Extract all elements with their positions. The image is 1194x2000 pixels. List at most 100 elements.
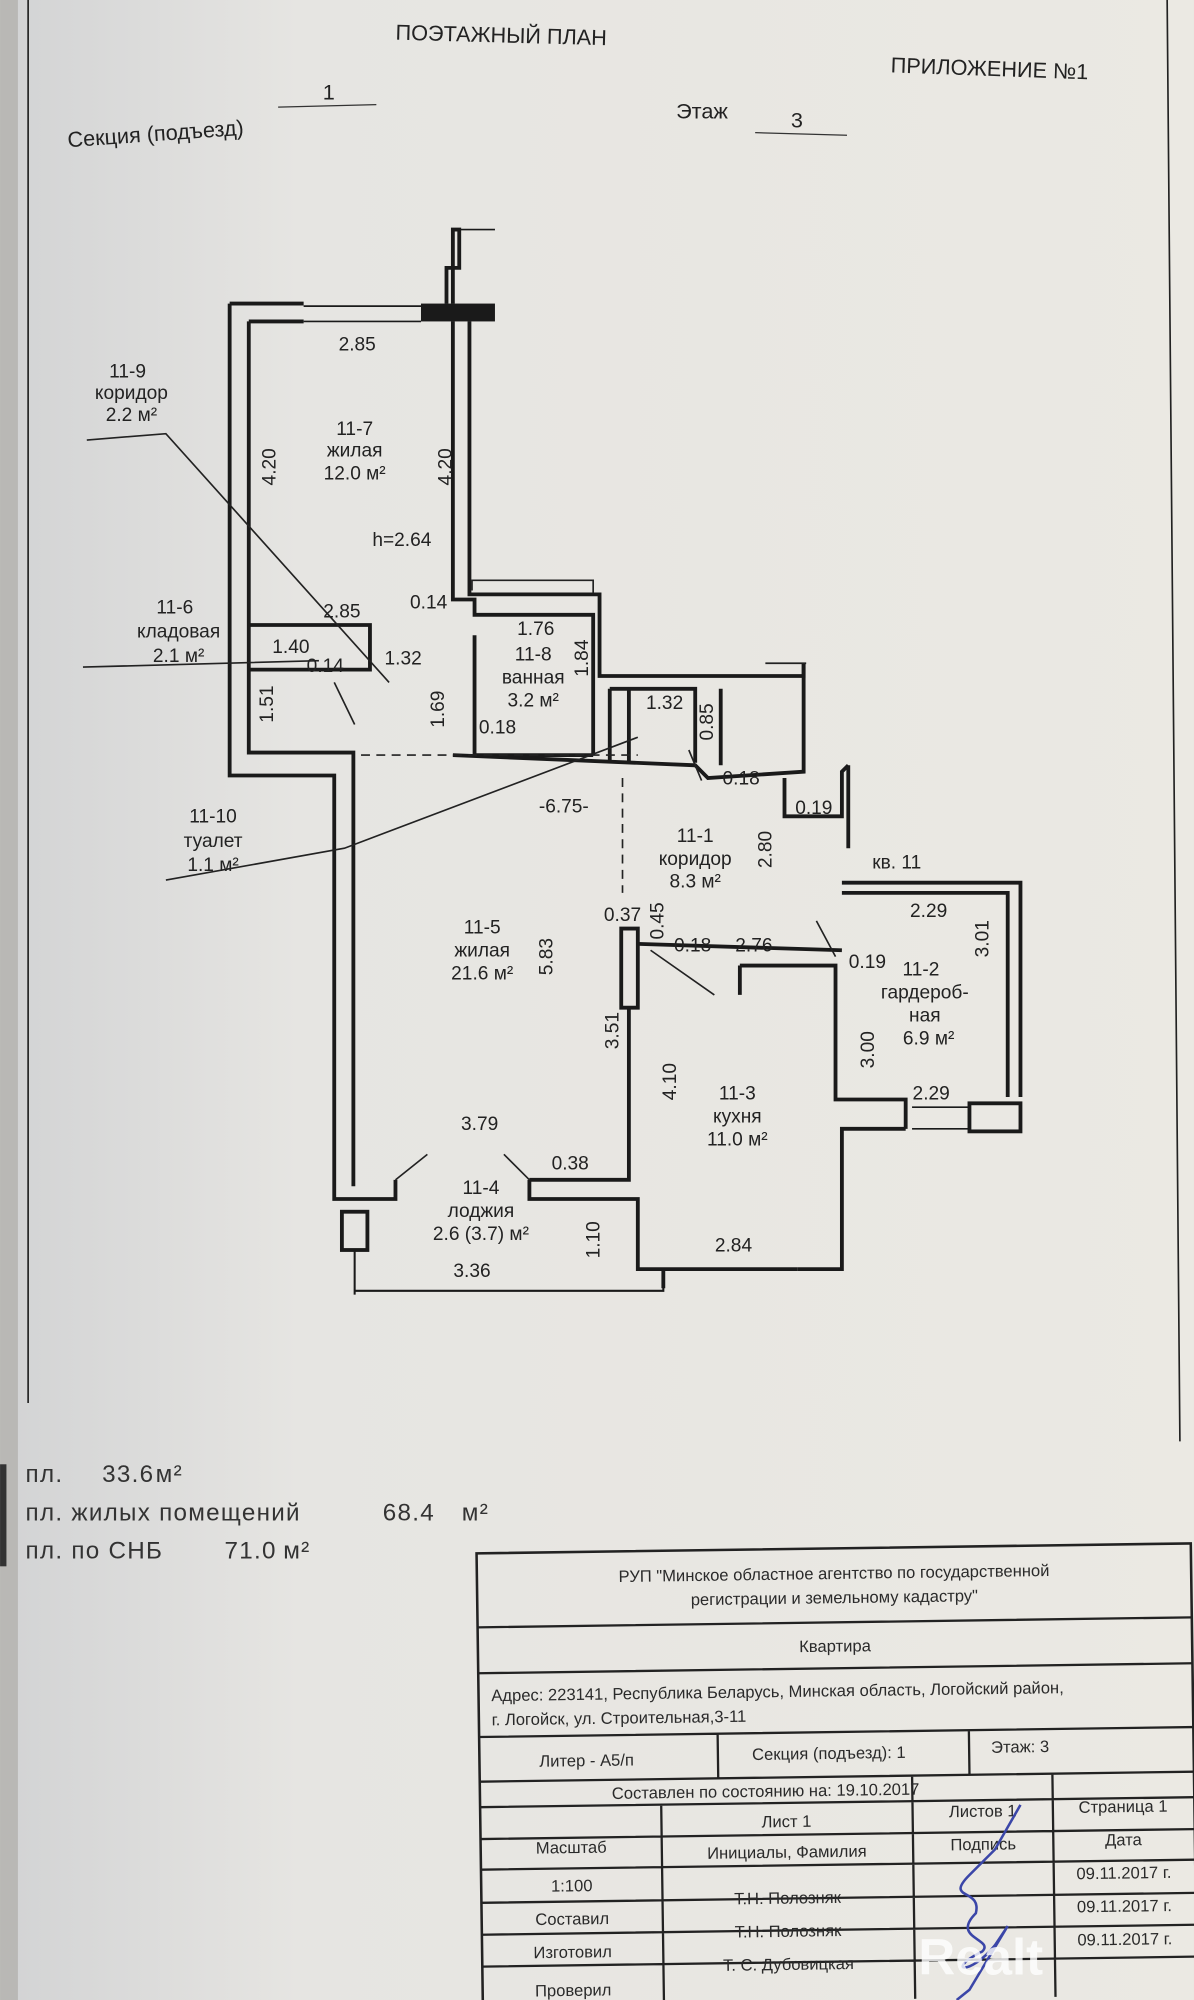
svg-text:1.40: 1.40 [272, 637, 309, 658]
svg-text:0.19: 0.19 [795, 798, 832, 819]
svg-text:коридор: коридор [95, 383, 168, 404]
svg-text:2.80: 2.80 [756, 831, 777, 868]
svg-text:0.38: 0.38 [552, 1154, 589, 1175]
svg-text:5.83: 5.83 [536, 938, 557, 975]
svg-text:1.32: 1.32 [646, 693, 683, 714]
svg-text:гардероб-: гардероб- [881, 983, 969, 1004]
svg-text:21.6 м²: 21.6 м² [451, 964, 513, 985]
svg-text:ванная: ванная [502, 668, 565, 689]
svg-text:6.9 м²: 6.9 м² [903, 1029, 954, 1050]
svg-text:2.1 м²: 2.1 м² [153, 646, 204, 667]
svg-text:11-4: 11-4 [462, 1178, 499, 1199]
svg-text:0.18: 0.18 [479, 717, 516, 738]
table-row: Проверил Т. С. Дубовицкая 09.11.2017 г. [535, 1929, 1173, 2000]
svg-text:11-6: 11-6 [156, 598, 193, 619]
svg-text:м²: м² [156, 1461, 183, 1488]
svg-text:жилая: жилая [327, 441, 383, 462]
svg-text:11-7: 11-7 [336, 419, 373, 440]
floor-label: Этаж [676, 99, 728, 124]
svg-text:Составил: Составил [535, 1909, 609, 1929]
svg-text:12.0 м²: 12.0 м² [324, 464, 386, 485]
svg-text:-6.75-: -6.75- [539, 797, 589, 818]
svg-text:Секция (подъезд): 1: Секция (подъезд): 1 [752, 1743, 906, 1764]
ceiling-height: h=2.64 [372, 530, 431, 551]
svg-text:м²: м² [462, 1499, 489, 1526]
svg-text:09.11.2017 г.: 09.11.2017 г. [1077, 1929, 1172, 1949]
svg-text:0.37: 0.37 [604, 905, 641, 926]
svg-text:Литер - А5/п: Литер - А5/п [539, 1750, 634, 1770]
svg-text:Проверил: Проверил [535, 1980, 612, 2000]
svg-text:4.10: 4.10 [660, 1063, 681, 1100]
page-title: ПОЭТАЖНЫЙ ПЛАН [395, 20, 607, 51]
plan-walls [82, 227, 1023, 1295]
svg-text:Дата: Дата [1105, 1830, 1143, 1850]
svg-text:0.18: 0.18 [674, 936, 711, 957]
svg-text:регистрации и земельному кадас: регистрации и земельному кадастру" [691, 1586, 979, 1609]
svg-text:кладовая: кладовая [137, 622, 220, 643]
svg-text:2.85: 2.85 [339, 335, 376, 356]
svg-text:4.20: 4.20 [260, 448, 281, 485]
signature [955, 1804, 1022, 2000]
svg-text:09.11.2017 г.: 09.11.2017 г. [1077, 1896, 1172, 1916]
svg-text:Масштаб: Масштаб [536, 1838, 607, 1858]
svg-text:68.4: 68.4 [383, 1499, 435, 1526]
svg-text:Т.Н. Полозняк: Т.Н. Полозняк [734, 1921, 842, 1941]
floor-value: 3 [791, 108, 803, 133]
apartment-label: кв. 11 [872, 853, 921, 874]
svg-text:Т. С. Дубовицкая: Т. С. Дубовицкая [723, 1954, 854, 1975]
svg-text:Т.Н. Полозняк: Т.Н. Полозняк [734, 1888, 842, 1908]
svg-text:8.3 м²: 8.3 м² [670, 872, 721, 893]
svg-text:0.14: 0.14 [410, 592, 448, 613]
address-line-2: г. Логойск, ул. Строительная,3-11 [492, 1707, 747, 1730]
svg-text:09.11.2017 г.: 09.11.2017 г. [1076, 1863, 1171, 1883]
svg-text:11-5: 11-5 [464, 918, 501, 939]
svg-text:1.69: 1.69 [428, 691, 449, 728]
svg-text:11-10: 11-10 [189, 807, 236, 828]
svg-text:пл. по СНБ: пл. по СНБ [26, 1538, 164, 1565]
table-row: Составил Т.Н. Полозняк 09.11.2017 г. [535, 1863, 1171, 1929]
svg-text:2.6 (3.7) м²: 2.6 (3.7) м² [433, 1224, 529, 1245]
object-type: Квартира [799, 1636, 872, 1656]
svg-text:3.79: 3.79 [461, 1114, 498, 1135]
svg-text:2.84: 2.84 [715, 1235, 753, 1256]
svg-text:Страница 1: Страница 1 [1078, 1797, 1167, 1817]
svg-text:1.32: 1.32 [385, 649, 422, 670]
svg-text:1.10: 1.10 [584, 1221, 605, 1258]
svg-text:4.20: 4.20 [436, 448, 457, 485]
svg-text:кухня: кухня [713, 1106, 762, 1127]
svg-text:3.51: 3.51 [603, 1012, 624, 1049]
svg-text:Инициалы, Фамилия: Инициалы, Фамилия [707, 1842, 867, 1863]
svg-text:2.29: 2.29 [913, 1083, 950, 1104]
svg-text:3.2 м²: 3.2 м² [508, 691, 559, 712]
svg-text:коридор: коридор [659, 849, 732, 870]
svg-text:пл. жилых помещений: пл. жилых помещений [26, 1499, 301, 1526]
svg-text:лоджия: лоджия [448, 1201, 515, 1222]
svg-text:3.01: 3.01 [973, 920, 994, 957]
table-row: Изготовил Т.Н. Полозняк 09.11.2017 г. [533, 1896, 1172, 1962]
svg-text:71.0: 71.0 [225, 1538, 277, 1565]
svg-text:3.00: 3.00 [858, 1031, 879, 1068]
svg-text:2.85: 2.85 [323, 601, 360, 622]
svg-text:туалет: туалет [184, 831, 243, 852]
svg-text:11-3: 11-3 [719, 1083, 756, 1104]
page-frame [27, 0, 1181, 1442]
svg-text:1:100: 1:100 [551, 1876, 593, 1896]
svg-text:0.85: 0.85 [697, 703, 718, 740]
room-11-6: 11-6 кладовая 2.1 м² [137, 598, 220, 667]
svg-text:0.45: 0.45 [647, 902, 668, 939]
svg-text:Изготовил: Изготовил [533, 1942, 612, 1962]
svg-text:2.2 м²: 2.2 м² [106, 405, 157, 426]
svg-text:2.76: 2.76 [735, 936, 772, 957]
svg-text:Лист 1: Лист 1 [761, 1812, 811, 1832]
svg-text:33.6: 33.6 [102, 1461, 154, 1488]
summary-living: пл. жилых помещений 68.4 м² [26, 1499, 489, 1526]
